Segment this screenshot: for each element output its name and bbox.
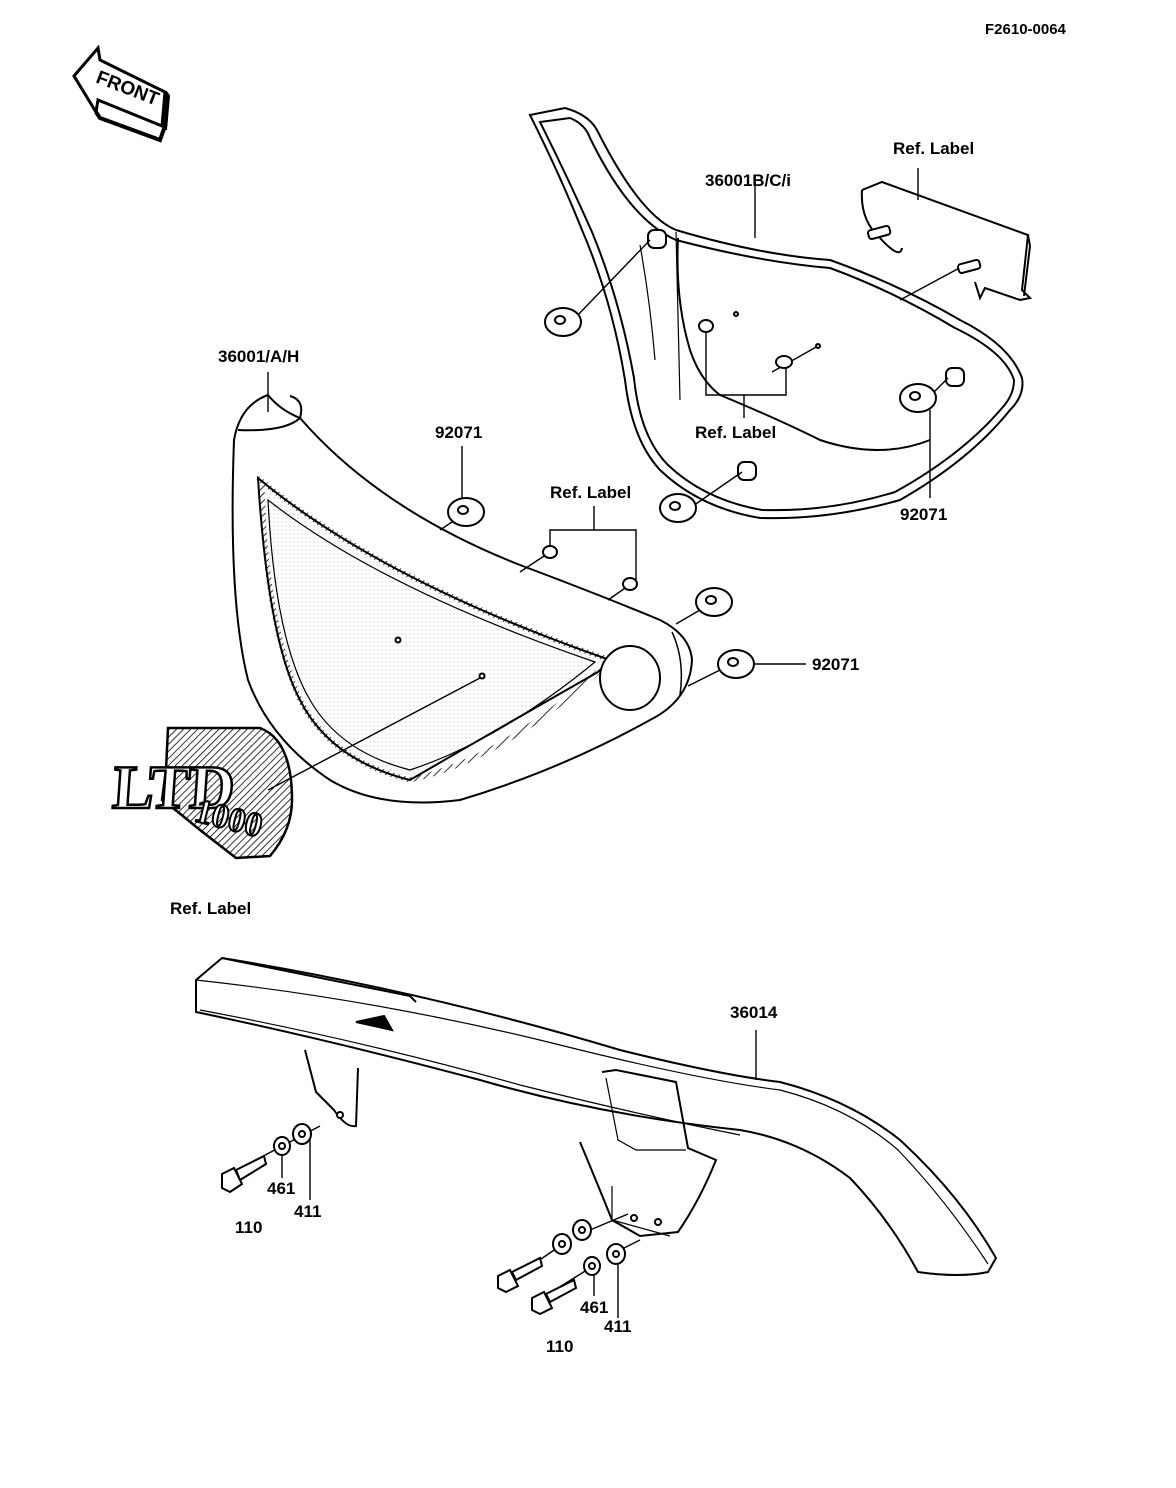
callout-bolt-110: 110 — [546, 1337, 574, 1356]
right-side-cover — [528, 106, 1024, 520]
callout-washer-461: 461 — [267, 1179, 296, 1198]
callout-part-36001ah: 36001/A/H — [218, 347, 300, 366]
document-code: F2610-0064 — [985, 21, 1066, 38]
callout-part-36014: 36014 — [730, 1003, 778, 1022]
grommet-92071 — [447, 497, 755, 679]
callout-washer-411: 411 — [604, 1317, 632, 1336]
leader-lines-left — [267, 372, 806, 791]
ltd-1000-emblem: LTD 1000 — [109, 726, 294, 860]
nut — [698, 311, 821, 369]
washer — [273, 1123, 626, 1276]
callout-grommet-92071: 92071 — [812, 655, 860, 674]
front-arrow-icon — [72, 44, 171, 143]
emblem-line1: LTD — [111, 754, 238, 822]
leader-lines — [574, 168, 966, 509]
chain-guard — [195, 956, 998, 1276]
callout-grommet-92071: 92071 — [900, 505, 948, 524]
grommet-92071 — [544, 307, 937, 523]
callout-ref-label: Ref. Label — [893, 139, 975, 158]
nut — [542, 545, 638, 591]
callout-ref-label: Ref. Label — [550, 483, 632, 502]
bolt — [221, 1154, 578, 1316]
callout-ref-label: Ref. Label — [695, 423, 777, 442]
reference-label-plate — [860, 180, 1033, 302]
callout-bolt-110: 110 — [235, 1218, 263, 1237]
callout-ref-label: Ref. Label — [170, 899, 252, 918]
callout-grommet-92071: 92071 — [435, 423, 483, 442]
callout-washer-461: 461 — [580, 1298, 609, 1317]
callout-part-36001bci: 36001B/C/i — [705, 171, 791, 190]
callout-washer-411: 411 — [294, 1202, 322, 1221]
